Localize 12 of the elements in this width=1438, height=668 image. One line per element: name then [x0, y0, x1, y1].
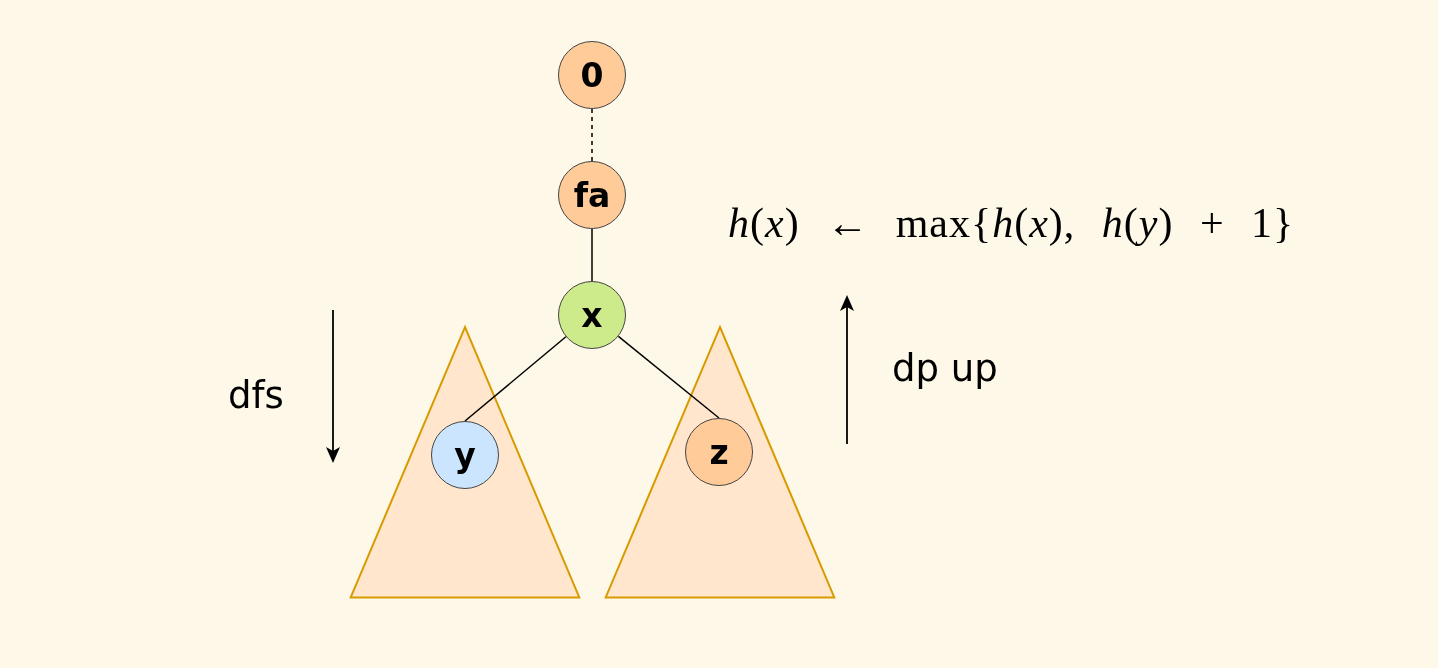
subtree-triangle — [605, 326, 835, 598]
tree-edge — [617, 335, 720, 419]
dashed-tree-edge — [591, 108, 593, 162]
tree-node: x — [558, 281, 626, 349]
direction-label: dp up — [892, 348, 998, 391]
formula-text: h(x) ← max{h(x), h(y) + 1} — [728, 199, 1295, 248]
direction-label: dfs — [228, 375, 284, 418]
tree-node: 0 — [558, 41, 626, 109]
subtree-triangle — [350, 326, 580, 598]
tree-edge — [464, 336, 567, 422]
tree-edge — [591, 228, 593, 282]
tree-node: fa — [558, 161, 626, 229]
